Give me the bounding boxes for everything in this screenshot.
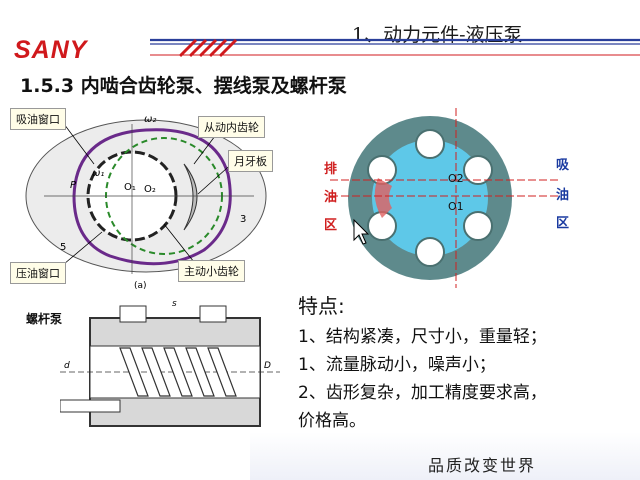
label-crescent-plate: 月牙板 xyxy=(228,150,273,172)
screw-threads xyxy=(119,347,237,397)
crescent-plate xyxy=(183,163,198,231)
internal-gear-diagram: ω₂ ω₁ P O₁ O₂ 3 5 (a) xyxy=(25,114,267,291)
suction-zone-3: 区 xyxy=(556,216,570,231)
mark-D: D xyxy=(264,361,271,371)
label-suction-window: 吸油窗口 xyxy=(10,108,66,130)
suction-zone-1: 吸 xyxy=(556,158,570,173)
discharge-zone-2: 油 xyxy=(324,190,338,205)
inlet-port xyxy=(119,305,147,323)
screw-pump-title: 螺杆泵 xyxy=(26,312,63,326)
screw-pump-diagram: s d D xyxy=(60,299,280,427)
footer-slogan: 品质改变世界 xyxy=(428,456,537,475)
gerotor-fluid-area xyxy=(372,140,488,256)
mark-s: s xyxy=(172,299,177,309)
discharge-zone-1: 排 xyxy=(324,162,338,177)
mark-d: d xyxy=(64,361,70,371)
feature-item-2: 1、流量脉动小，噪声小； xyxy=(298,355,496,375)
label-o2: O2 xyxy=(448,172,464,185)
discharge-region xyxy=(374,178,392,218)
mark-p: P xyxy=(70,180,77,191)
feature-item-1: 1、结构紧凑，尺寸小，重量轻； xyxy=(298,327,547,347)
caption-a: (a) xyxy=(134,281,147,291)
mark-o1: O₁ xyxy=(124,182,136,193)
driven-inner-gear xyxy=(72,128,232,266)
footer-band xyxy=(250,432,640,480)
header-stripes xyxy=(150,38,640,58)
feature-item-4: 价格高。 xyxy=(298,411,366,431)
mark-3: 3 xyxy=(240,214,246,225)
features-title: 特点: xyxy=(298,294,345,318)
feature-item-3: 2、齿形复杂，加工精度要求高， xyxy=(298,383,547,403)
label-o1: O1 xyxy=(448,200,464,213)
mark-o2: O₂ xyxy=(144,184,156,195)
label-pressure-window: 压油窗口 xyxy=(10,262,66,284)
mark-omega2: ω₂ xyxy=(144,114,156,125)
label-driving-small-gear: 主动小齿轮 xyxy=(178,260,245,282)
mark-5: 5 xyxy=(60,242,66,253)
suction-zone-2: 油 xyxy=(556,188,570,203)
discharge-zone-3: 区 xyxy=(324,218,338,233)
label-driven-inner-gear: 从动内齿轮 xyxy=(198,116,265,138)
cursor-icon xyxy=(353,218,370,245)
section-title: 1.5.3 内啮合齿轮泵、摆线泵及螺杆泵 xyxy=(20,75,347,97)
gerotor-diagram: O2 O1 xyxy=(330,108,560,288)
outlet-port xyxy=(199,305,227,323)
sany-logo: SANY xyxy=(14,36,88,64)
mark-omega1: ω₁ xyxy=(92,168,104,179)
